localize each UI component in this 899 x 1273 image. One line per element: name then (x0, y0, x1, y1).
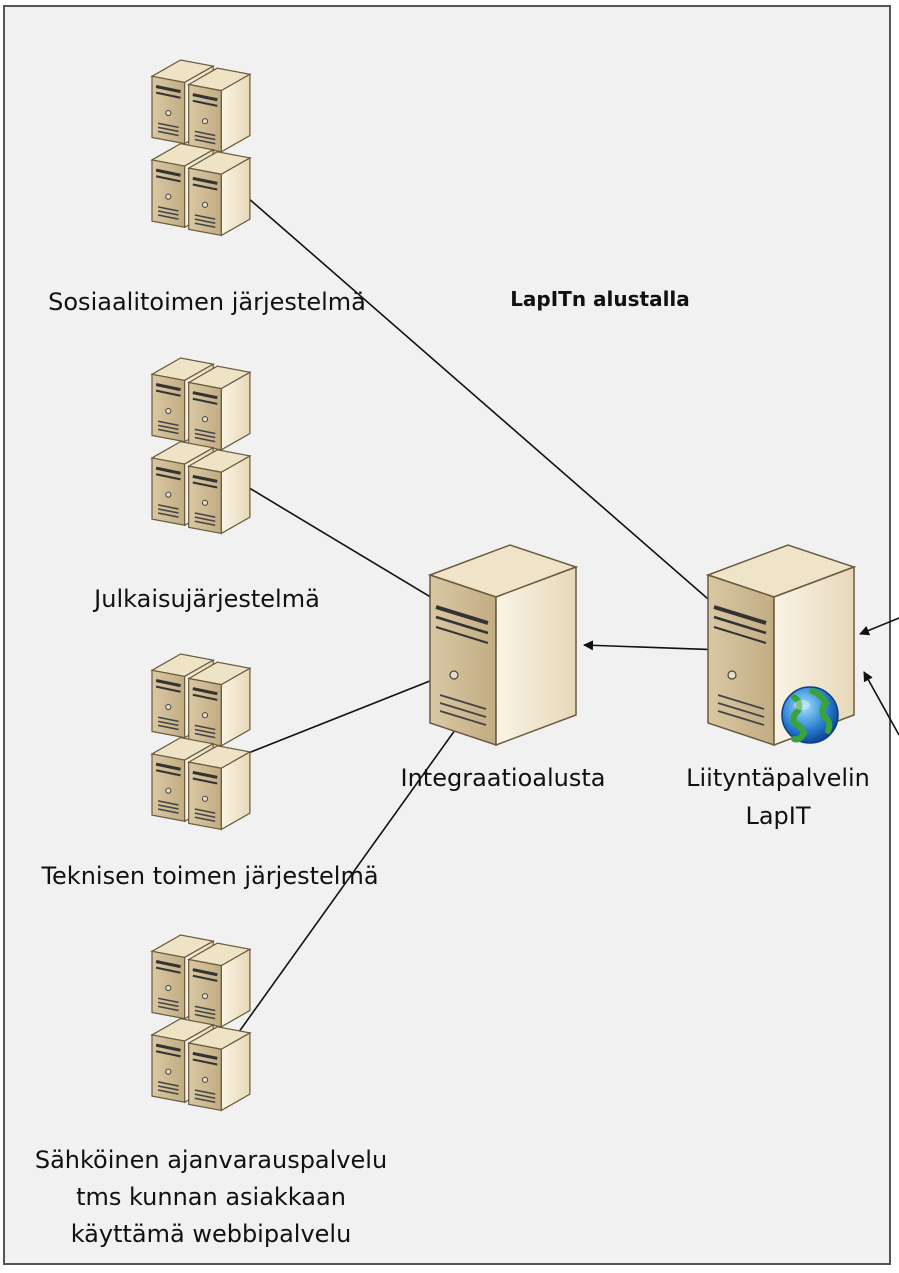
arrow-external-1 (859, 617, 899, 636)
server-rack-icon (152, 358, 250, 533)
globe-icon (781, 686, 839, 744)
arrow-liitynta-sosiaali (215, 169, 779, 661)
label-liityntapalvelin: Liityntäpalvelin LapIT (686, 764, 870, 830)
server-tower-icon (428, 543, 578, 747)
svg-text:Sosiaalitoimen järjestelmä: Sosiaalitoimen järjestelmä (48, 288, 366, 316)
web-server-icon (706, 543, 856, 747)
label-integraatio: Integraatioalusta (401, 764, 606, 792)
arrow-integraatio-ajanvaraus (225, 669, 499, 1051)
server-rack-icon (152, 935, 250, 1110)
svg-text:tms kunnan asiakkaan: tms kunnan asiakkaan (76, 1183, 346, 1211)
svg-text:Teknisen toimen järjestelmä: Teknisen toimen järjestelmä (40, 862, 378, 890)
label-tekninen: Teknisen toimen järjestelmä (40, 862, 378, 890)
label-sosiaali: Sosiaalitoimen järjestelmä (48, 288, 366, 316)
server-rack-icon (152, 60, 250, 235)
svg-text:Julkaisujärjestelmä: Julkaisujärjestelmä (92, 585, 320, 613)
svg-text:Sähköinen ajanvarauspalvelu: Sähköinen ajanvarauspalvelu (35, 1146, 387, 1174)
label-julkaisu: Julkaisujärjestelmä (92, 585, 320, 613)
svg-text:käyttämä webbipalvelu: käyttämä webbipalvelu (71, 1220, 352, 1248)
label-ajanvaraus: Sähköinen ajanvarauspalvelu tms kunnan a… (35, 1146, 387, 1248)
svg-text:Liityntäpalvelin: Liityntäpalvelin (686, 764, 870, 792)
diagram-title: LapITn alustalla (510, 287, 690, 311)
arrow-external-2 (863, 671, 899, 736)
svg-text:Integraatioalusta: Integraatioalusta (401, 764, 606, 792)
svg-text:LapIT: LapIT (745, 802, 810, 830)
server-rack-icon (152, 654, 250, 829)
